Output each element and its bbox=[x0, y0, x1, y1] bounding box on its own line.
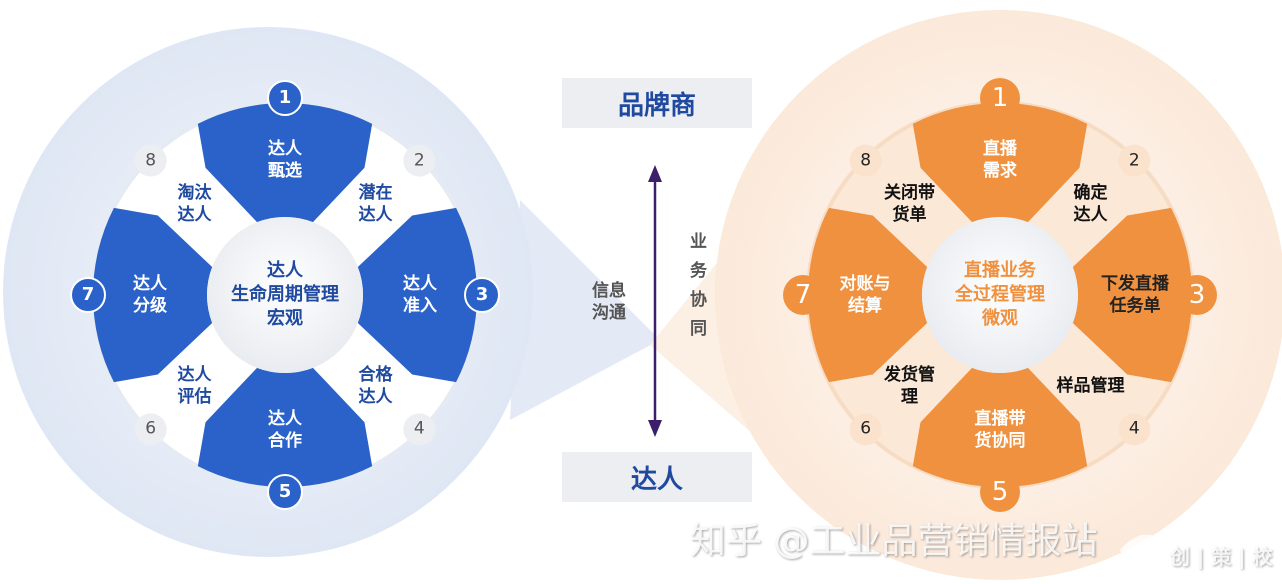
left-wheel-badge-7 bbox=[70, 277, 106, 313]
right-wheel-step-number: 6 bbox=[860, 418, 872, 439]
left-wheel-step-number: 1 bbox=[278, 87, 292, 108]
left-wheel-segment-3 bbox=[357, 207, 478, 383]
right-wheel-badge-8 bbox=[849, 144, 882, 177]
left-wheel-segment-1 bbox=[197, 103, 373, 223]
arrow-up-icon bbox=[648, 165, 662, 182]
left-bubble-tail bbox=[510, 200, 660, 420]
left-wheel-center-circle bbox=[207, 217, 363, 373]
right-wheel-badge-1 bbox=[980, 78, 1020, 118]
left-wheel-step-label: 达人 评估 bbox=[177, 364, 212, 407]
left-wheel-center-title: 达人 生命周期管理 宏观 bbox=[231, 260, 339, 329]
left-wheel-step-number: 5 bbox=[278, 481, 292, 502]
left-wheel-badge-6 bbox=[134, 413, 167, 446]
right-wheel-segment-5 bbox=[912, 367, 1088, 487]
left-wheel-step-label: 达人 准入 bbox=[403, 274, 437, 316]
right-wheel-step-number: 4 bbox=[1128, 418, 1140, 439]
watermark-wave-icon bbox=[1120, 534, 1168, 562]
info-communication-label: 信息 沟通 bbox=[592, 281, 626, 323]
watermark-logo: 创 | 策 | 校 bbox=[1170, 545, 1273, 569]
right-wheel-step-number: 7 bbox=[794, 280, 812, 310]
right-wheel-step-number: 2 bbox=[1128, 150, 1140, 171]
left-wheel-step-label: 达人 合作 bbox=[268, 409, 302, 451]
right-wheel-step-number: 1 bbox=[991, 83, 1009, 113]
brand-box: 品牌商 bbox=[562, 78, 752, 128]
left-wheel-step-number: 7 bbox=[81, 284, 95, 305]
right-wheel-step-label: 发货管 理 bbox=[883, 364, 935, 407]
right-wheel-step-label: 样品管理 bbox=[1056, 375, 1125, 396]
left-wheel-segment-7 bbox=[93, 207, 213, 383]
right-wheel-segment-1 bbox=[912, 103, 1088, 223]
right-wheel-badge-6 bbox=[849, 413, 882, 446]
right-wheel-step-label: 直播 需求 bbox=[983, 139, 1017, 181]
right-wheel-step-label: 关闭带 货单 bbox=[883, 183, 935, 226]
left-wheel-step-number: 4 bbox=[413, 418, 425, 439]
right-wheel-step-label: 对账与 结算 bbox=[839, 274, 891, 316]
left-wheel-step-label: 达人 甄选 bbox=[268, 139, 302, 181]
left-wheel-segment-5 bbox=[197, 367, 373, 487]
right-wheel-center-title: 直播业务 全过程管理 微观 bbox=[955, 260, 1045, 329]
right-wheel-badge-2 bbox=[1118, 144, 1151, 177]
right-wheel-step-number: 8 bbox=[860, 150, 872, 171]
watermark-text: 知乎 @工业品营销情报站 bbox=[690, 521, 1098, 562]
left-wheel-step-number: 3 bbox=[475, 284, 489, 305]
left-wheel-badge-3 bbox=[464, 277, 500, 313]
right-wheel-segment-7 bbox=[808, 207, 928, 383]
left-wheel-step-number: 8 bbox=[145, 150, 157, 171]
right-wheel-badge-3 bbox=[1177, 275, 1217, 315]
right-wheel-badge-4 bbox=[1118, 413, 1151, 446]
right-wheel-step-number: 5 bbox=[991, 477, 1009, 507]
business-collaboration-label: 业 务 协 同 bbox=[690, 232, 707, 339]
left-wheel-step-label: 达人 分级 bbox=[133, 274, 167, 316]
right-wheel-badge-5 bbox=[980, 472, 1020, 512]
right-wheel-step-number: 3 bbox=[1188, 280, 1206, 310]
left-wheel-badge-1 bbox=[267, 80, 303, 116]
right-wheel-step-label: 下发直播 任务单 bbox=[1101, 274, 1169, 316]
right-wheel-step-label: 确定 达人 bbox=[1073, 183, 1108, 226]
left-wheel-badge-4 bbox=[403, 413, 436, 446]
left-wheel-step-label: 潜在 达人 bbox=[358, 183, 393, 226]
left-wheel-badge-2 bbox=[403, 144, 436, 177]
left-wheel-step-number: 2 bbox=[413, 150, 425, 171]
right-wheel-segment-3 bbox=[1072, 207, 1193, 383]
right-wheel-center-circle bbox=[922, 217, 1078, 373]
left-wheel-badge-8 bbox=[134, 144, 167, 177]
left-wheel-step-label: 合格 达人 bbox=[358, 364, 393, 407]
left-wheel-badge-5 bbox=[267, 474, 303, 510]
influencer-box: 达人 bbox=[562, 452, 752, 502]
right-wheel-badge-7 bbox=[783, 275, 823, 315]
arrow-down-icon bbox=[648, 420, 662, 437]
left-wheel-step-number: 6 bbox=[145, 418, 157, 439]
right-wheel-step-label: 直播带 货协同 bbox=[974, 409, 1026, 451]
left-wheel-step-label: 淘汰 达人 bbox=[177, 183, 212, 226]
